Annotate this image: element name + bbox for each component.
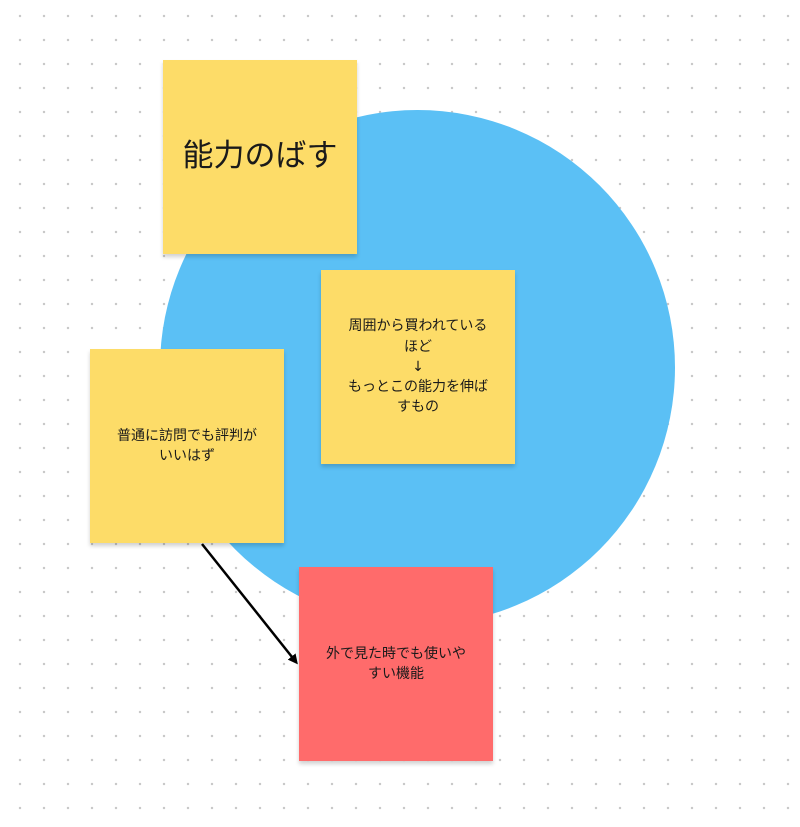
- sticky-note-visit-reputation-text: 普通に訪問でも評判が いいはず: [117, 427, 257, 464]
- sticky-note-title[interactable]: 能力のばす: [163, 60, 357, 254]
- sticky-note-usable-outside-text: 外で見た時でも使いや すい機能: [326, 645, 466, 682]
- sticky-note-appreciated-skills-text: 周囲から買われている ほど ↓ もっとこの能力を伸ば すもの: [348, 318, 488, 416]
- sticky-note-title-text: 能力のばす: [182, 138, 338, 175]
- sticky-note-appreciated-skills[interactable]: 周囲から買われている ほど ↓ もっとこの能力を伸ば すもの: [321, 270, 515, 464]
- connector-arrow-line[interactable]: [201, 543, 298, 665]
- sticky-note-usable-outside[interactable]: 外で見た時でも使いや すい機能: [299, 567, 493, 761]
- sticky-note-visit-reputation[interactable]: 普通に訪問でも評判が いいはず: [90, 349, 284, 543]
